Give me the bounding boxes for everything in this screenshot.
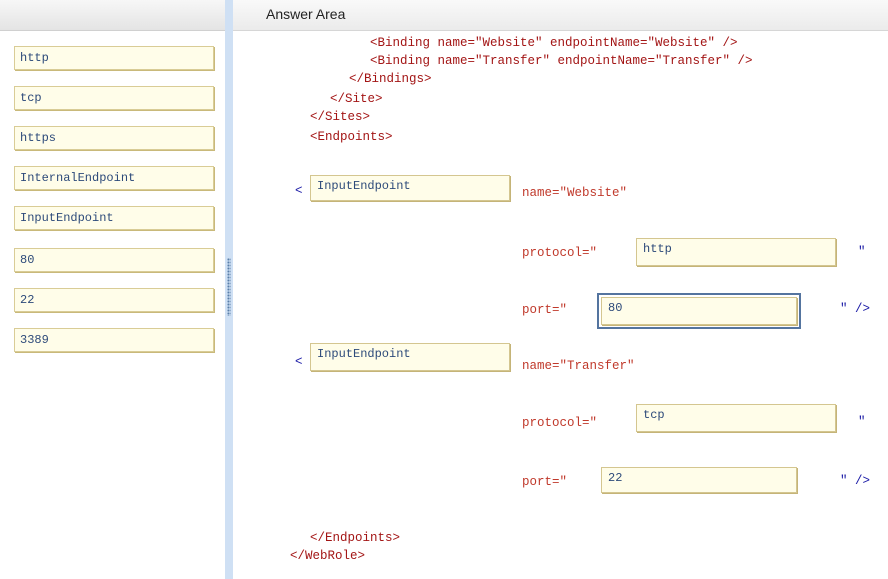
- endpoint1-port-dropzone[interactable]: 80: [597, 293, 801, 329]
- endpoint2-port-label: port=": [522, 475, 568, 489]
- code-line-binding-transfer: <Binding name="Transfer" endpointName="T…: [370, 54, 753, 68]
- endpoint2-name-attr: name="Transfer": [522, 359, 635, 373]
- endpoint2-protocol-dropzone[interactable]: tcp: [636, 404, 836, 432]
- endpoint2-port-dropzone[interactable]: 22: [601, 467, 797, 493]
- code-line-sites-close: </Sites>: [310, 110, 371, 124]
- endpoint2-open-bracket: <: [295, 355, 303, 369]
- endpoint2-type-dropzone[interactable]: InputEndpoint: [310, 343, 510, 371]
- code-line-binding-website: <Binding name="Website" endpointName="We…: [370, 36, 738, 50]
- endpoint1-open-bracket: <: [295, 184, 303, 198]
- endpoint2-port-close: " />: [840, 474, 871, 488]
- endpoint1-port-close: " />: [840, 302, 871, 316]
- choice-tile-tcp[interactable]: tcp: [14, 86, 214, 110]
- choice-tile-http[interactable]: http: [14, 46, 214, 70]
- endpoint1-port-label: port=": [522, 303, 568, 317]
- endpoint1-protocol-close: ": [858, 245, 866, 259]
- code-line-site-close: </Site>: [330, 92, 383, 106]
- answer-choices-panel: http tcp https InternalEndpoint InputEnd…: [0, 0, 228, 579]
- endpoint2-protocol-close: ": [858, 415, 866, 429]
- endpoint1-name-attr: name="Website": [522, 186, 628, 200]
- answer-area-header: Answer Area: [233, 0, 888, 31]
- choice-tile-internalendpoint[interactable]: InternalEndpoint: [14, 166, 214, 190]
- code-line-webrole-close: </WebRole>: [290, 549, 366, 563]
- endpoint1-protocol-label: protocol=": [522, 246, 598, 260]
- splitter-grip-icon[interactable]: [227, 258, 231, 316]
- code-line-bindings-close: </Bindings>: [349, 72, 432, 86]
- choices-header: [0, 0, 228, 31]
- choice-tile-80[interactable]: 80: [14, 248, 214, 272]
- endpoint1-protocol-dropzone[interactable]: http: [636, 238, 836, 266]
- choice-tile-https[interactable]: https: [14, 126, 214, 150]
- answer-area-title: Answer Area: [266, 6, 346, 22]
- endpoint1-type-dropzone[interactable]: InputEndpoint: [310, 175, 510, 201]
- code-line-endpoints-open: <Endpoints>: [310, 130, 393, 144]
- choice-tile-3389[interactable]: 3389: [14, 328, 214, 352]
- choice-tile-inputendpoint[interactable]: InputEndpoint: [14, 206, 214, 230]
- choice-tile-22[interactable]: 22: [14, 288, 214, 312]
- endpoint2-protocol-label: protocol=": [522, 416, 598, 430]
- code-line-endpoints-close: </Endpoints>: [310, 531, 401, 545]
